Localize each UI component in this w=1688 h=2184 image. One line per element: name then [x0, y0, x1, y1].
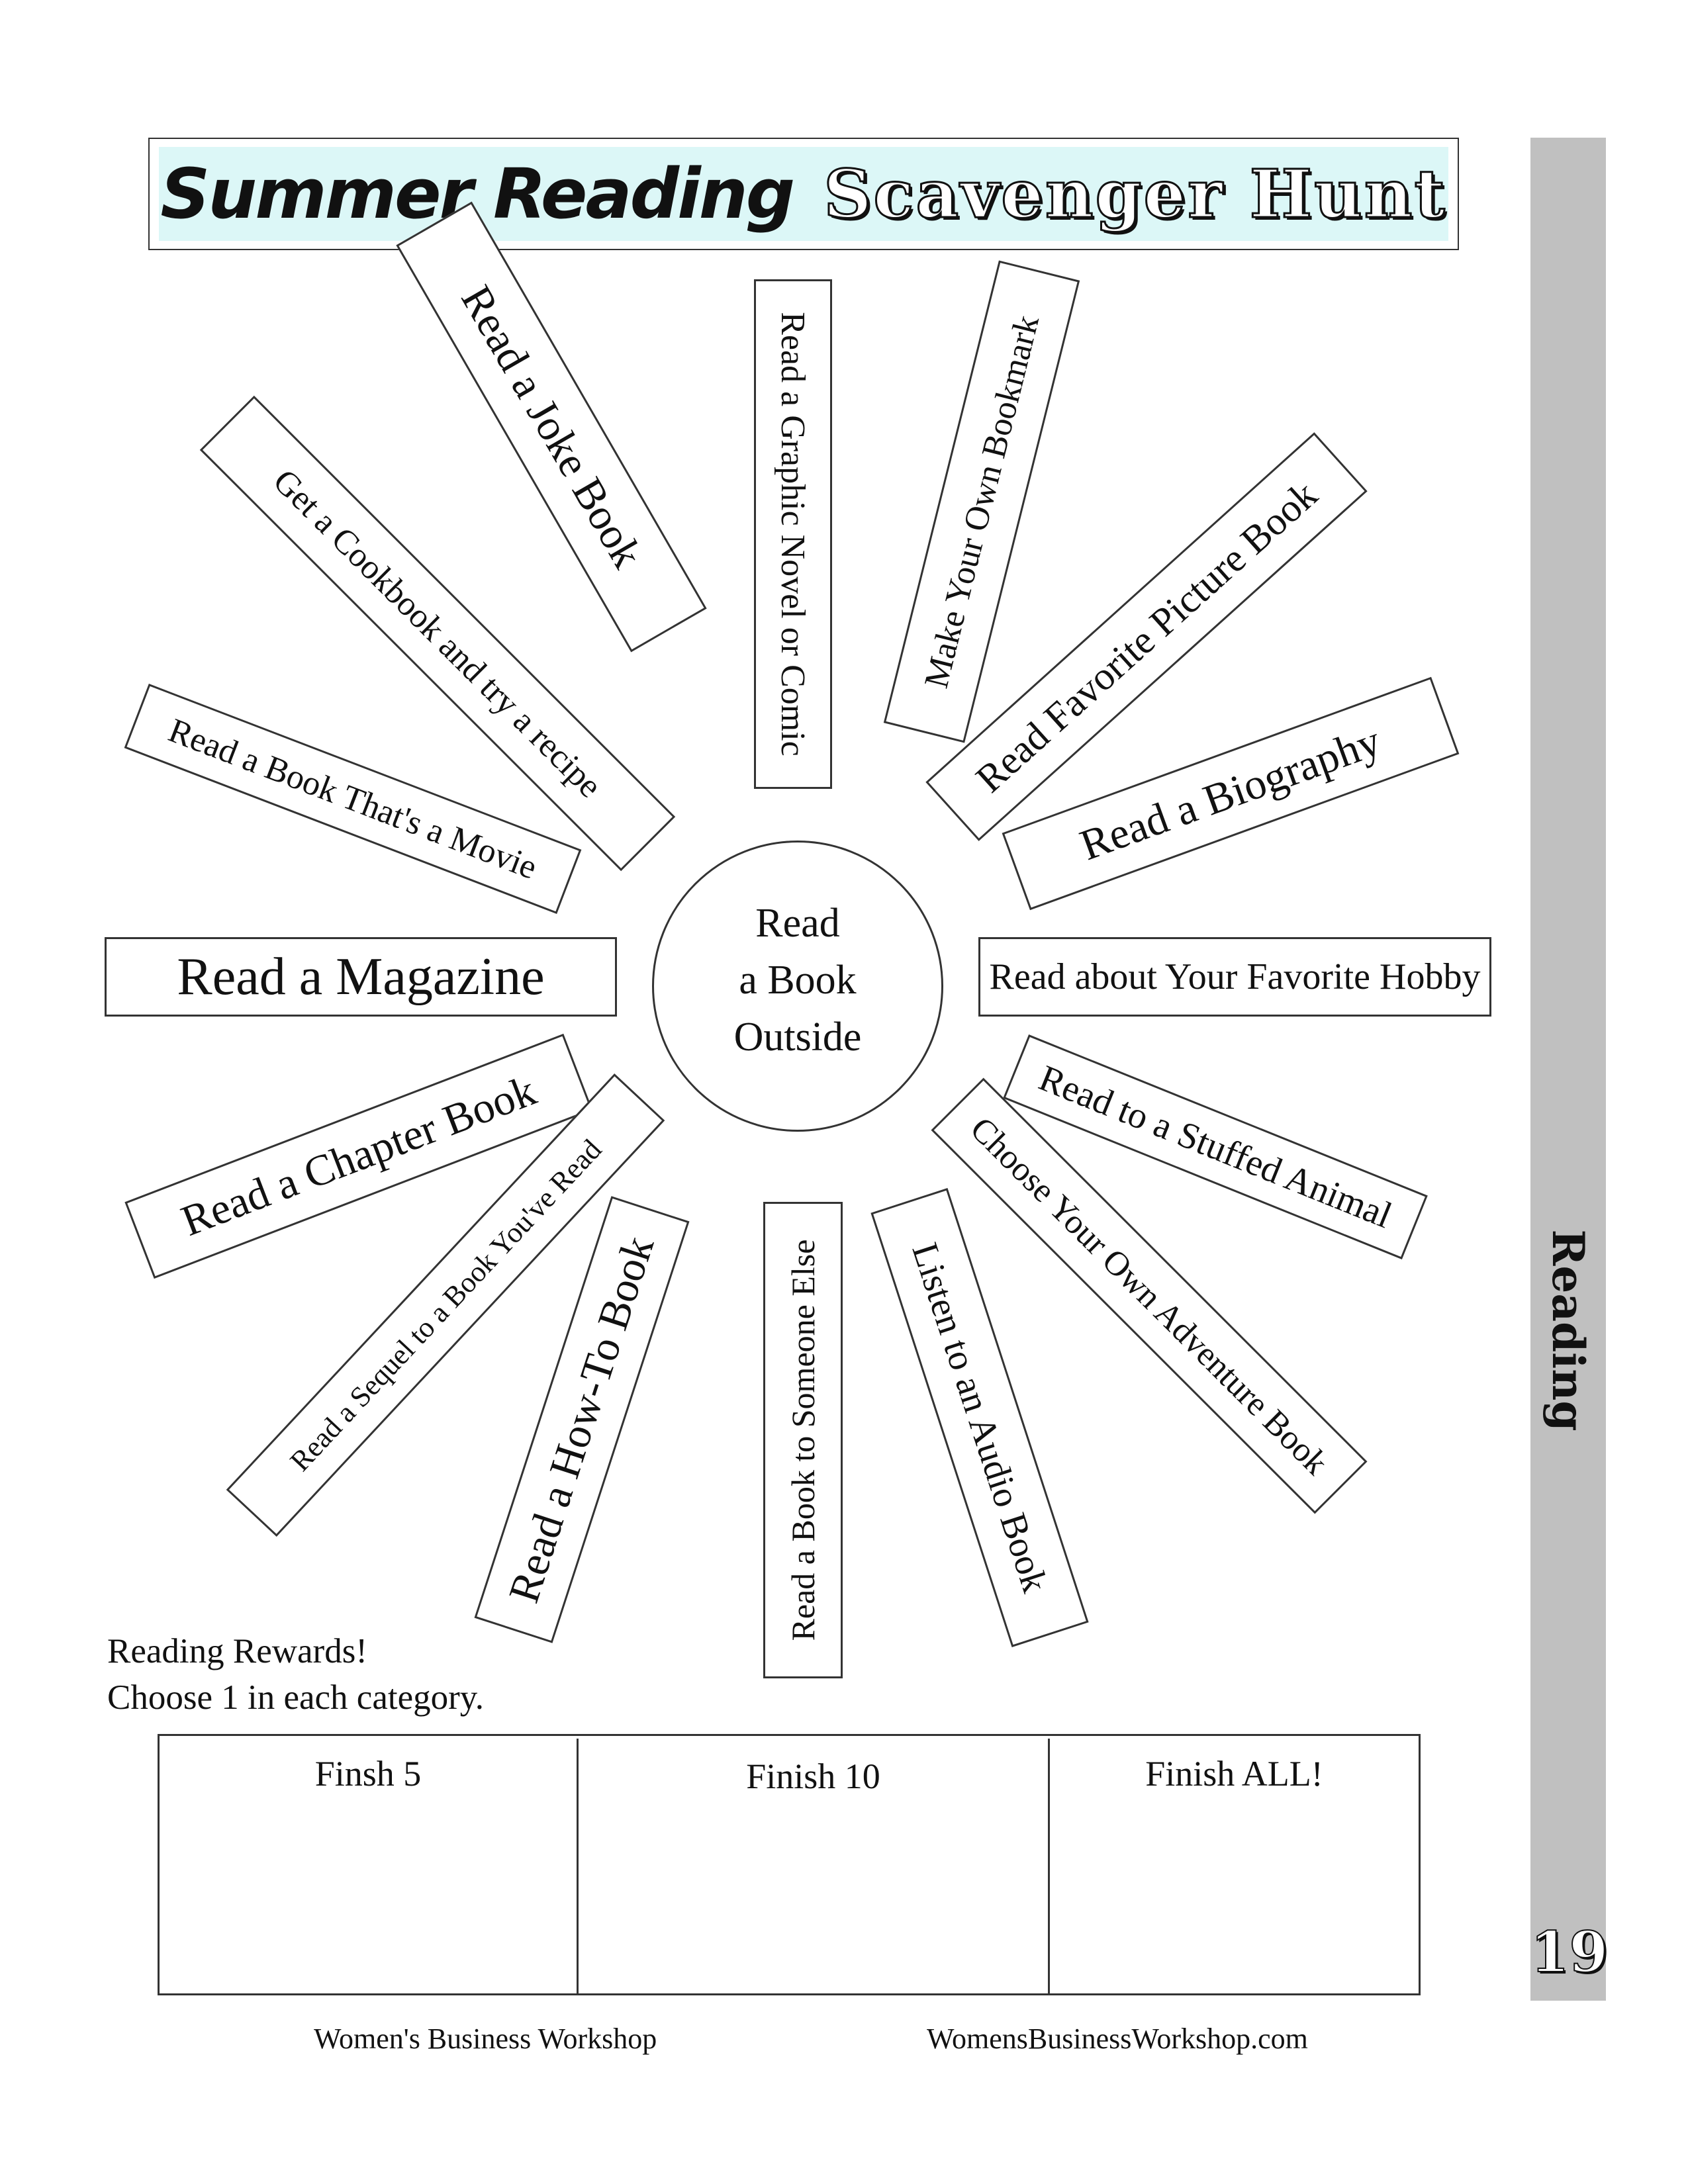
- activity-strip-magazine: Read a Magazine: [105, 937, 617, 1017]
- activity-label: Read a Magazine: [177, 947, 545, 1006]
- activity-strip-hobby: Read about Your Favorite Hobby: [978, 937, 1491, 1017]
- page-number: 19: [1530, 1919, 1609, 1985]
- center-line-3: Outside: [733, 1015, 862, 1060]
- reward-column-label: Finsh 5: [314, 1754, 422, 1794]
- reward-column-label: Finish 10: [746, 1756, 880, 1796]
- activity-label: Read a Biography: [1074, 716, 1387, 870]
- side-tab: [1530, 138, 1606, 2001]
- footer-left: Women's Business Workshop: [314, 2023, 657, 2055]
- activity-strip-graphic-novel: Read a Graphic Novel or Comic: [754, 279, 832, 789]
- activity-label: Read a Joke Book: [451, 277, 652, 576]
- rewards-table: Finsh 5 Finish 10 Finish ALL!: [158, 1734, 1421, 1995]
- rewards-instruction: Choose 1 in each category.: [107, 1678, 485, 1717]
- activity-label: Read about Your Favorite Hobby: [989, 956, 1481, 997]
- activity-label: Read a Graphic Novel or Comic: [774, 312, 812, 756]
- activity-strip-someone-else: Read a Book to Someone Else: [763, 1202, 843, 1678]
- reward-cell-finish-5: Finsh 5: [160, 1736, 577, 1993]
- activity-strip-audio-book: Listen to an Audio Book: [870, 1188, 1089, 1647]
- center-text: Read a Book Outside: [734, 895, 862, 1066]
- title-banner: Summer Reading Scavenger Hunt: [148, 138, 1459, 250]
- rewards-title: Reading Rewards!: [107, 1632, 367, 1670]
- reward-column-label: Finish ALL!: [1145, 1754, 1323, 1794]
- side-tab-label: Reading: [1542, 1229, 1594, 1432]
- activity-label: Listen to an Audio Book: [904, 1238, 1056, 1598]
- activity-label: Read a Book to Someone Else: [784, 1239, 821, 1641]
- activity-label: Read a How-To Book: [499, 1230, 664, 1609]
- title-part-2: Scavenger Hunt: [823, 154, 1447, 234]
- title-background: Summer Reading Scavenger Hunt: [159, 147, 1448, 241]
- activity-label: Read a Book That's a Movie: [164, 711, 542, 887]
- center-line-1: Read: [755, 901, 840, 946]
- reward-cell-finish-10: Finish 10: [577, 1739, 1050, 1995]
- center-line-2: a Book: [739, 958, 857, 1003]
- rewards-heading: Reading Rewards! Choose 1 in each catego…: [107, 1628, 484, 1721]
- center-circle: Read a Book Outside: [652, 841, 943, 1132]
- activity-label: Make Your Own Bookmark: [917, 311, 1047, 692]
- footer-right: WomensBusinessWorkshop.com: [927, 2023, 1308, 2055]
- reward-cell-finish-all: Finish ALL!: [1050, 1736, 1419, 1993]
